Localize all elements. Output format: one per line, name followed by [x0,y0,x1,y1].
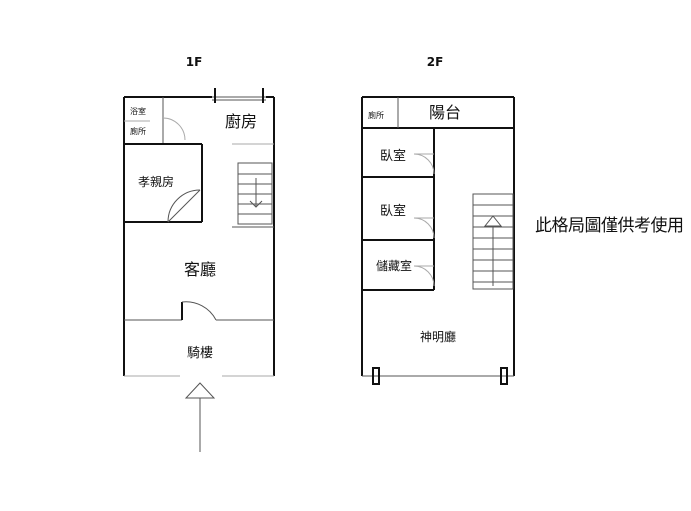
room-altar-hall: 神明廳 [420,329,456,344]
room-elder: 孝親房 [138,174,174,189]
room-2f-toilet: 廁所 [368,110,384,120]
room-balcony: 陽台 [429,103,461,122]
floor-2-plan: 2F 廁所 陽台 臥室 臥室 [361,55,515,385]
floor-1-label: 1F [186,55,203,69]
room-living: 客廳 [184,260,216,279]
floor-2-stairs [472,193,514,290]
room-bathroom: 浴室 [130,106,146,116]
floor-1-entrance-door [124,301,274,321]
floor-1-walls [123,88,275,377]
floor-1-elder-room: 孝親房 [124,143,203,223]
floor-1-stairs [232,143,274,228]
room-kitchen: 廚房 [225,112,257,131]
room-bedroom-1: 臥室 [380,148,406,164]
floor-2-label: 2F [427,55,444,69]
floor-2-walls [361,96,515,385]
room-storage: 儲藏室 [376,258,412,273]
floor-1-bathroom-block: 浴室 廁所 [124,97,186,144]
floor-2-room-column: 臥室 臥室 儲藏室 [362,128,435,291]
entrance-arrow [184,382,216,452]
disclaimer-note: 此格局圖僅供考使用 [535,215,684,236]
room-arcade: 騎樓 [187,346,213,361]
floor-1-plan: 1F 浴室 廁所 廚房 [123,55,275,452]
room-toilet: 廁所 [130,126,146,136]
room-bedroom-2: 臥室 [380,203,406,219]
